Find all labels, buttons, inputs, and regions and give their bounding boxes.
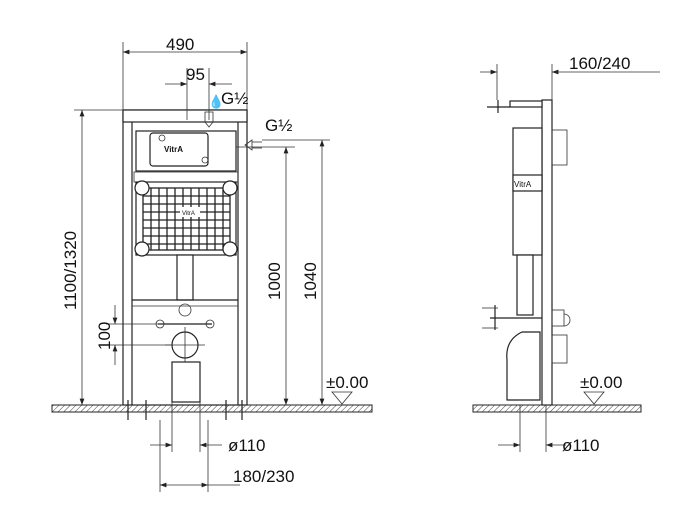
logo-text: VitrA: [164, 145, 183, 154]
dim-width: 490: [166, 35, 194, 54]
dim-offset: 95: [186, 65, 205, 84]
dim-depth: 160/240: [569, 54, 630, 73]
side-frame: [541, 99, 553, 406]
level-side: ±0.00: [580, 373, 622, 392]
dim-100: 100: [95, 322, 114, 350]
floor-side: [472, 404, 642, 413]
flush-pipe: [176, 254, 194, 301]
level-front: ±0.00: [326, 373, 368, 392]
side-view: VitrA 160/240 ±0.00 ø110: [472, 54, 660, 455]
thread-top: G½: [221, 89, 248, 108]
drop-icon: 💧: [208, 94, 224, 109]
dim-pipe-front: ø110: [228, 436, 266, 455]
thread-side: G½: [265, 116, 292, 135]
grid-logo-text: VitrA: [182, 211, 195, 217]
dim-1040: 1040: [301, 262, 320, 300]
dim-outlet: 180/230: [233, 467, 294, 486]
grid: [142, 187, 231, 251]
floor-front: [51, 404, 373, 413]
dim-height: 1100/1320: [61, 231, 80, 310]
dim-pipe-side: ø110: [562, 436, 600, 455]
dim-1000: 1000: [265, 262, 284, 300]
side-bowl-connector: [506, 331, 541, 401]
side-logo-text: VitrA: [514, 180, 532, 189]
front-view: VitrA VitrA 490 95 💧 G½ G½: [51, 35, 373, 492]
